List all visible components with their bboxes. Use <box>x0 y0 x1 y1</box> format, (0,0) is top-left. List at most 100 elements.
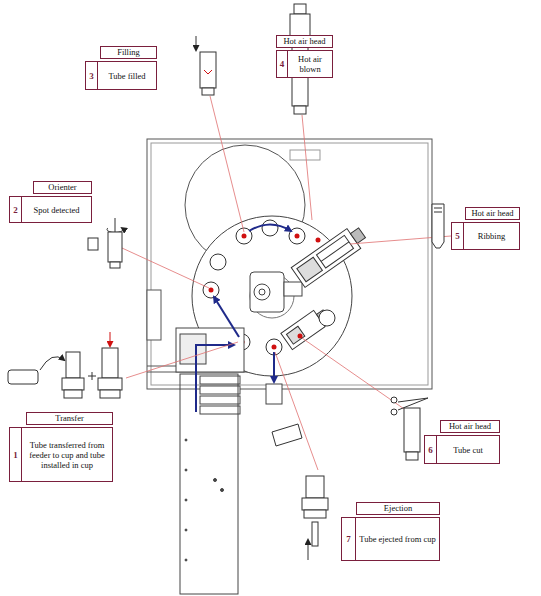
ejection-illustration-part <box>272 424 302 446</box>
flow-arrows <box>196 225 291 413</box>
filling-illustration-part <box>196 36 197 50</box>
callout-heading: Hot air head <box>440 420 500 433</box>
hot-air-head-cut-part <box>286 326 304 344</box>
tube-feeder-part <box>214 479 217 482</box>
transfer-illustration-part <box>66 352 80 378</box>
callout-text: Ribbing <box>464 223 519 249</box>
ejection-illustration <box>272 424 328 560</box>
flow-arrows-part <box>214 297 239 337</box>
tube-feeder-part <box>185 559 187 561</box>
station-spots-part <box>298 334 303 339</box>
transfer-illustration <box>8 332 122 398</box>
callout-body: 1Tube transferred from feeder to cup and… <box>9 427 113 482</box>
central-mechanism <box>250 272 302 312</box>
ejection-illustration-part <box>306 476 324 498</box>
cup-stations-part <box>210 254 226 270</box>
machine-frame-part <box>147 290 161 340</box>
tube-feeder-part <box>200 386 240 394</box>
callout-box: Hot air head 5Ribbing <box>451 207 520 250</box>
callout-text: Tube ejected from cup <box>356 518 439 560</box>
transfer-illustration-part <box>102 348 118 378</box>
transfer-illustration-part <box>62 378 84 390</box>
callout-text: Tube transferred from feeder to cup and … <box>22 428 112 481</box>
transfer-illustration-part <box>100 390 120 398</box>
upper-disc-part <box>290 150 320 160</box>
tube-feeder-part <box>221 489 224 492</box>
callout-text: Spot detected <box>22 197 91 222</box>
orienter-illustration-part <box>88 238 98 250</box>
callout-body: 6Tube cut <box>424 435 500 464</box>
tube-cut-illustration-part <box>404 408 420 452</box>
callout-heading: Hot air head <box>465 207 520 220</box>
hot-air-blown-illustration-part <box>294 106 306 114</box>
callout-body: 2Spot detected <box>9 196 92 223</box>
callout-text: Tube filled <box>98 62 156 89</box>
tube-feeder-part <box>200 396 240 404</box>
callout-heading: Transfer <box>26 412 113 425</box>
machine-frame-part <box>151 143 428 385</box>
central-mechanism-part <box>284 282 302 296</box>
flow-arrows-part <box>273 352 275 382</box>
central-mechanism-part <box>259 289 265 295</box>
orienter-illustration-part <box>115 218 116 232</box>
cup-stations-part <box>289 228 305 244</box>
tube-cut-illustration-part <box>391 409 397 415</box>
hot-air-blown-illustration-part <box>294 4 306 14</box>
cup-stations-part <box>319 310 335 326</box>
callout-heading: Orienter <box>33 181 92 194</box>
ejection-illustration-part <box>304 510 326 518</box>
callout-box: Transfer 1Tube transferred from feeder to… <box>9 412 113 482</box>
callout-body: 4Hot air blown <box>276 50 333 78</box>
filling-illustration-part <box>200 52 216 88</box>
callout-box: Ejection7Tube ejected from cup <box>341 502 440 561</box>
orienter-illustration-part <box>108 232 122 262</box>
tube-feeder <box>176 328 244 594</box>
tube-feeder-part <box>200 406 240 414</box>
callout-number: 4 <box>277 51 288 77</box>
tube-cut-illustration-part <box>406 452 418 460</box>
filling-illustration-part <box>202 88 214 95</box>
callout-text: Hot air blown <box>288 51 332 77</box>
callout-heading: Ejection <box>356 502 440 515</box>
station-spots-part <box>209 288 214 293</box>
callout-box: Hot air head4Hot air blown <box>276 35 333 78</box>
tube-feeder-part <box>185 439 187 441</box>
machine-frame-part <box>147 139 432 389</box>
tube-feeder-part <box>176 328 244 372</box>
tube-feeder-part <box>200 376 240 384</box>
flow-arrows-part <box>249 225 291 232</box>
callout-body: 5Ribbing <box>451 222 520 250</box>
tube-feeder-part <box>185 469 187 471</box>
leader-lines-part <box>302 115 312 220</box>
callout-number: 7 <box>342 518 356 560</box>
leader-lines-part <box>122 248 209 288</box>
leader-lines-part <box>126 342 238 378</box>
leader-lines <box>122 96 451 470</box>
ejection-illustration-part <box>302 498 328 510</box>
transfer-illustration-part <box>8 370 38 384</box>
callout-number: 1 <box>10 428 22 481</box>
station-spots-part <box>316 238 321 243</box>
transfer-illustration-part <box>98 378 122 390</box>
ribbing-illustration-part <box>434 208 442 209</box>
callout-number: 3 <box>86 62 98 89</box>
orienter-illustration <box>88 218 123 268</box>
tube-cut-illustration <box>391 397 428 460</box>
leader-lines-part <box>275 352 318 470</box>
tube-feeder-part <box>185 499 187 501</box>
callout-heading: Filling <box>100 46 157 59</box>
hot-air-head-ribbing-part <box>316 235 353 268</box>
cup-stations-part <box>203 282 219 298</box>
ribbing-illustration-part <box>434 212 442 213</box>
filling-illustration <box>196 36 216 95</box>
cup-stations-part <box>262 220 278 236</box>
callout-box: Filling3Tube filled <box>85 46 157 90</box>
ejection-chute-part <box>266 384 282 404</box>
leader-lines-part <box>210 96 244 232</box>
transfer-illustration-part <box>40 357 64 370</box>
transfer-illustration-part <box>64 390 82 398</box>
transfer-illustration-part <box>92 372 93 380</box>
hot-air-head-ribbing-part <box>321 242 349 262</box>
central-mechanism-part <box>254 284 270 300</box>
